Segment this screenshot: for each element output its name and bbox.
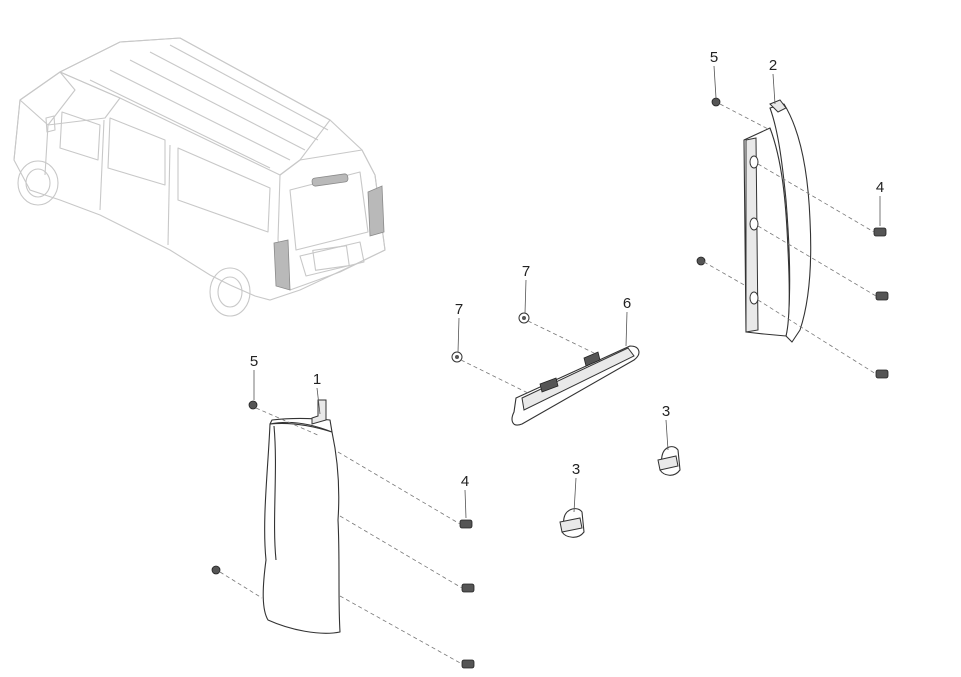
callout-part-7-left: 7 [455, 301, 463, 318]
rear-lamp-left-part [262, 399, 341, 634]
callout-part-5-left: 5 [250, 353, 258, 370]
callout-part-6: 6 [623, 295, 631, 312]
clip-part-upper [657, 446, 681, 476]
grommet-right [518, 312, 530, 324]
screw-right-2 [875, 291, 889, 301]
van-reference-view [13, 37, 386, 317]
leader-lines [253, 65, 881, 519]
high-mount-stop-lamp-part [511, 345, 640, 426]
grommet-left [451, 351, 463, 363]
screws [211, 97, 889, 669]
screw-right-1 [873, 227, 887, 237]
screw-left-3 [461, 659, 475, 669]
callout-part-3-upper: 3 [662, 403, 670, 420]
clip-part-lower [559, 508, 585, 538]
callout-labels: 1 2 3 3 4 4 5 5 6 7 7 [250, 49, 884, 490]
rear-lamp-right-part [743, 99, 812, 343]
screw-right-3 [875, 369, 889, 379]
nut-left-top [248, 400, 258, 410]
assembly-lines [219, 103, 877, 665]
nut-right-top [711, 97, 721, 107]
nut-left-bottom [211, 565, 221, 575]
nut-right-middle [696, 256, 706, 266]
callout-part-3-lower: 3 [572, 461, 580, 478]
callout-part-1: 1 [313, 371, 321, 388]
callout-part-2: 2 [769, 57, 777, 74]
callout-part-4-left: 4 [461, 473, 469, 490]
screw-left-2 [461, 583, 475, 593]
callout-part-4-right: 4 [876, 179, 884, 196]
callout-part-7-right: 7 [522, 263, 530, 280]
screw-left-1 [459, 519, 473, 529]
callout-part-5-right: 5 [710, 49, 718, 66]
